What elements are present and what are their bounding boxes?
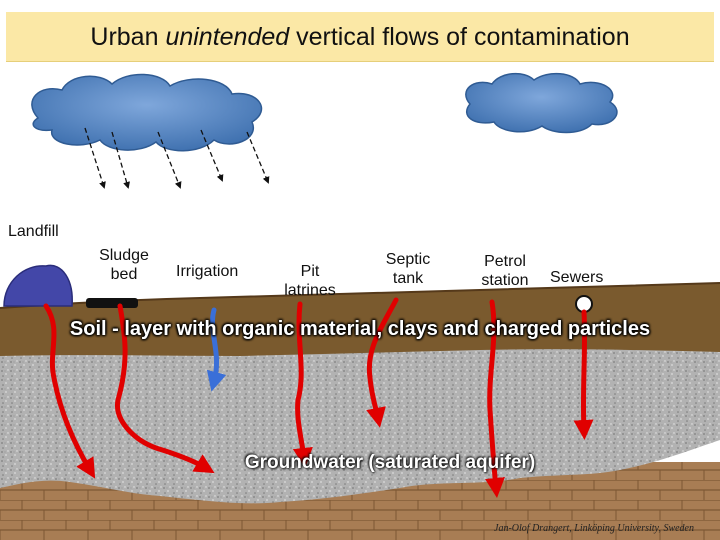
contaminant-arrow-septic-tank bbox=[366, 297, 399, 428]
contaminant-arrow-landfill bbox=[43, 303, 96, 479]
contaminant-arrow-petrol-station bbox=[485, 299, 505, 498]
title-text-after: vertical flows of contamination bbox=[289, 23, 630, 51]
irrigation-arrow bbox=[206, 307, 227, 392]
soil-layer bbox=[0, 283, 720, 356]
soil-layer-caption: Soil - layer with organic material, clay… bbox=[69, 318, 651, 340]
credit-line: Jan-Olof Drangert, Linköping University,… bbox=[494, 523, 694, 534]
title-text-emphasis: unintended bbox=[165, 23, 290, 51]
label-irrigation: Irrigation bbox=[176, 263, 239, 280]
label-landfill: Landfill bbox=[8, 223, 59, 240]
rain-cloud-left bbox=[31, 73, 263, 152]
rain-arrow bbox=[84, 127, 106, 189]
rock-layer bbox=[0, 342, 720, 504]
rain-arrow bbox=[111, 131, 130, 189]
title-banner: Urban unintended vertical flows of conta… bbox=[6, 12, 714, 62]
contaminant-arrow-sludge-bed bbox=[115, 303, 215, 474]
sludge-bed-block bbox=[86, 298, 138, 308]
contaminant-arrow-pit-latrines bbox=[292, 301, 313, 468]
label-sewers: Sewers bbox=[550, 269, 604, 286]
contaminant-arrow-sewers bbox=[573, 309, 594, 440]
rain-arrow bbox=[246, 131, 270, 184]
rain-arrows bbox=[84, 127, 270, 189]
rain-arrow bbox=[200, 129, 224, 182]
rain-cloud-right bbox=[465, 72, 618, 134]
groundwater-caption: Groundwater (saturated aquifer) bbox=[244, 452, 536, 473]
rain-arrow bbox=[157, 131, 182, 189]
landfill-mound bbox=[3, 264, 73, 307]
title-text-before: Urban bbox=[90, 23, 166, 51]
